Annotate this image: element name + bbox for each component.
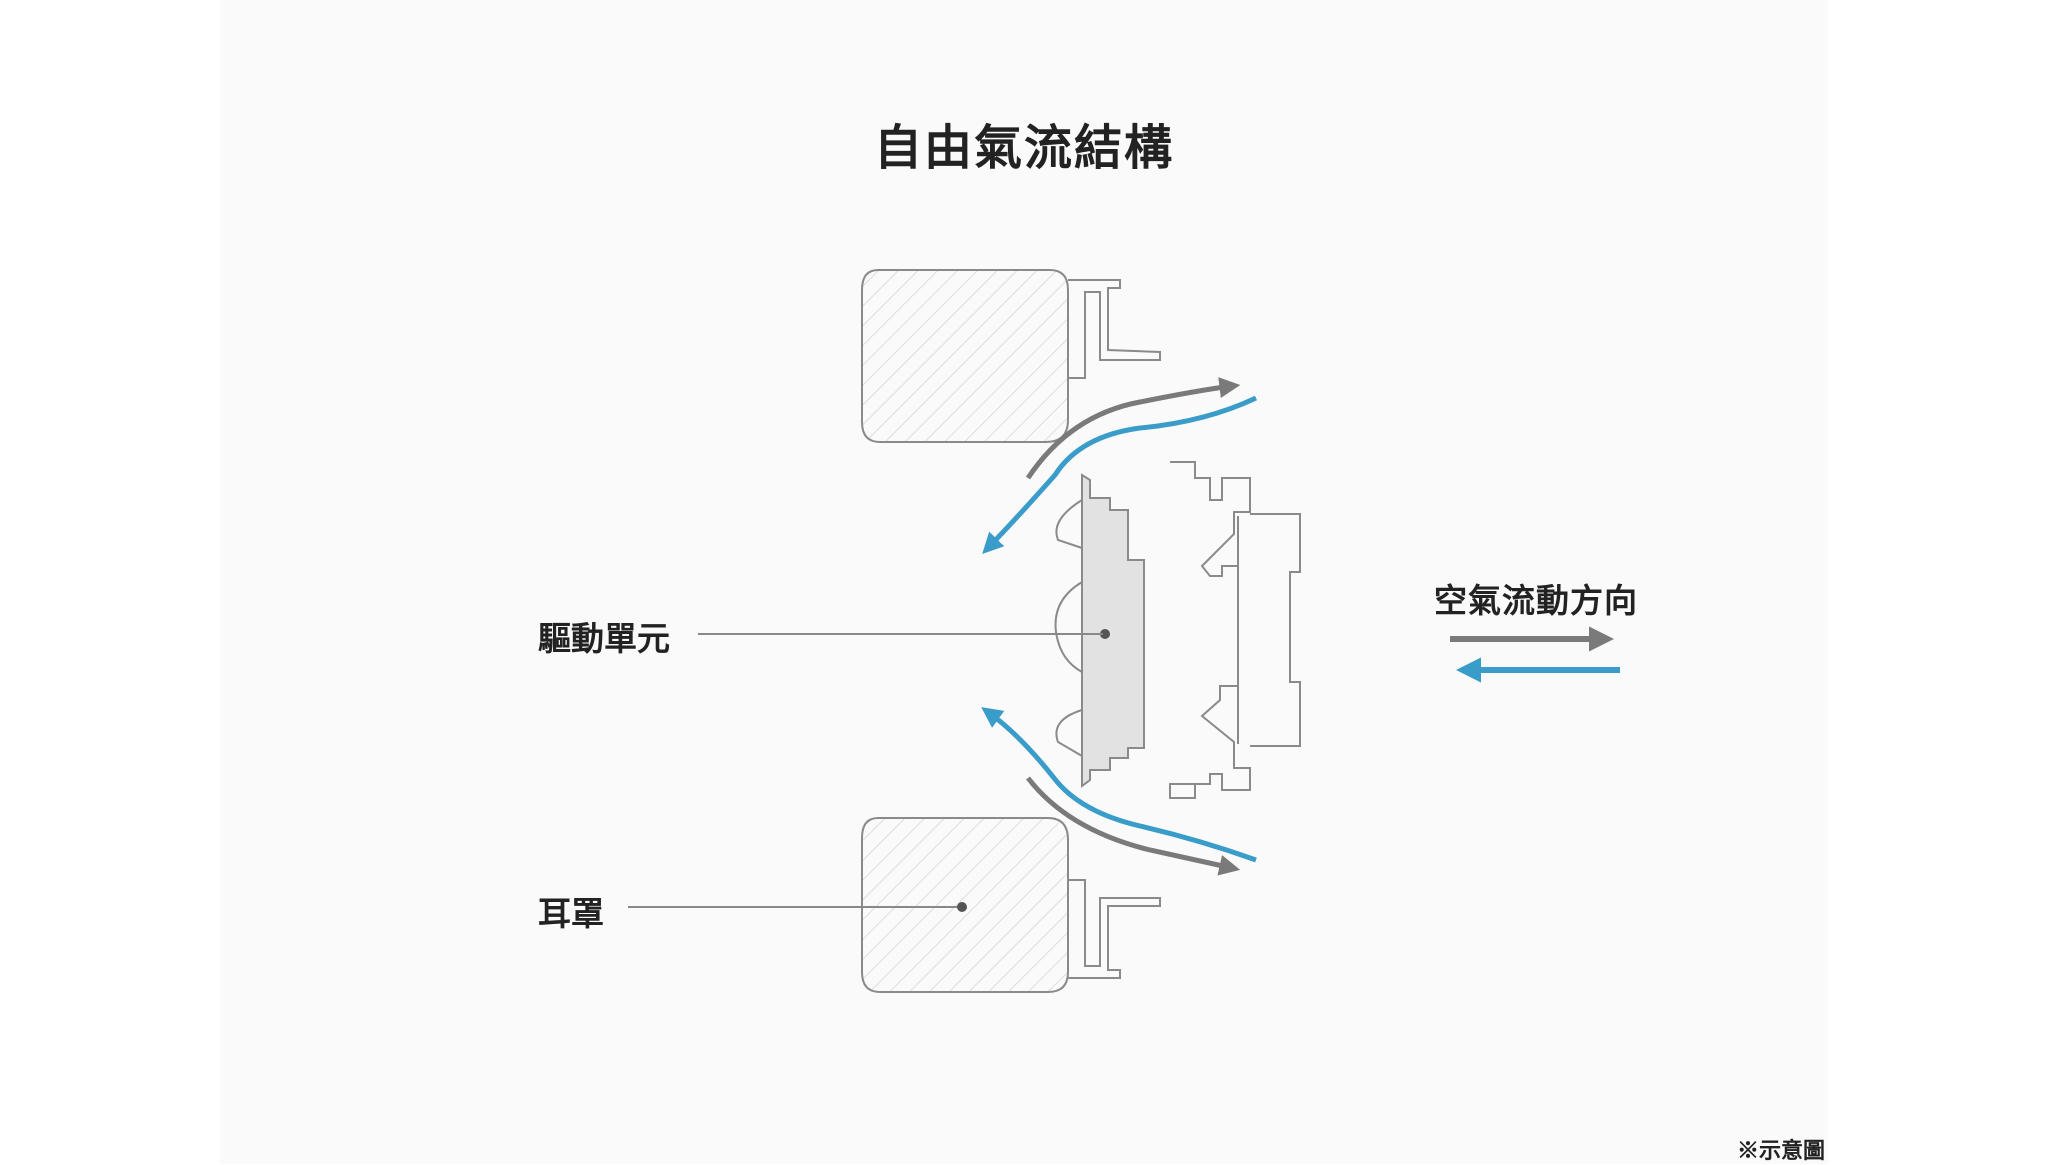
legend-arrows [1450,626,1620,683]
diagram-title: 自由氣流結構 [873,120,1174,176]
leader-lines [628,633,1103,912]
airflow-direction-label: 空氣流動方向 [1434,581,1638,620]
schematic-note: ※示意圖 [1737,1138,1826,1164]
ear-cushion-upper [861,269,1161,443]
airflow-in-lower [981,707,1257,863]
ear-cushion-lower [861,817,1161,993]
airflow-in-upper [982,395,1258,555]
driver-unit-label: 驅動單元 [538,619,670,658]
baffle-housing [1169,461,1301,799]
airflow-arrows [981,377,1258,876]
driver-unit [1054,473,1145,788]
airflow-out-lower [1026,776,1241,876]
ear-cushion-label: 耳罩 [538,894,604,933]
cushion-leader-dot [957,902,967,912]
airflow-out-upper [1025,377,1241,480]
